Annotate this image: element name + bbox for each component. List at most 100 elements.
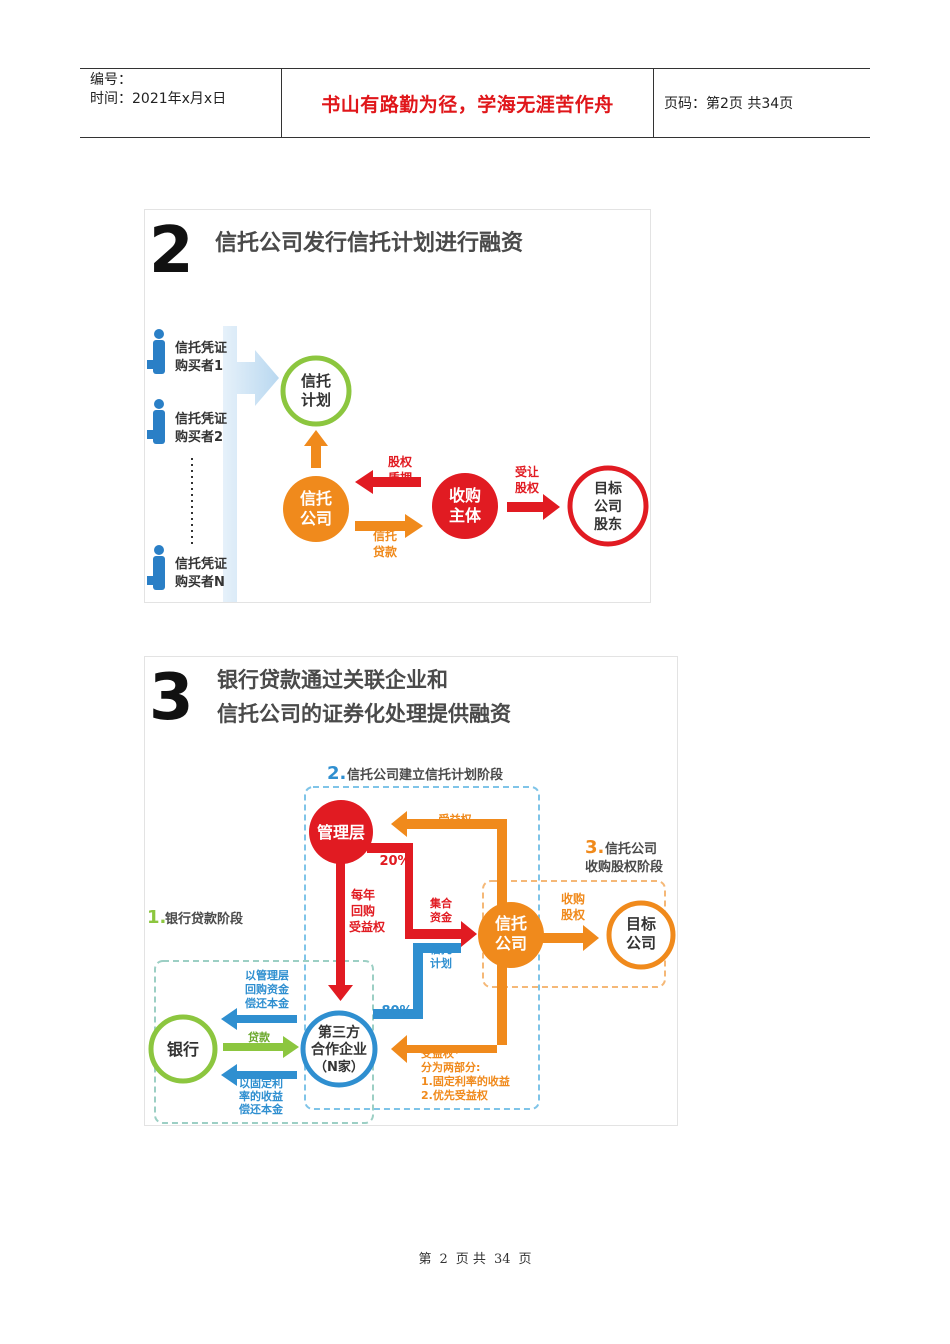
trust-plan-line2: 计划 xyxy=(430,956,452,970)
beneficial-right-top-arrow xyxy=(391,811,507,907)
figure-number: 2 xyxy=(149,214,194,288)
buyer-n-line1: 信托凭证 xyxy=(175,556,227,572)
buyback-line1: 每年 xyxy=(351,887,375,902)
footer-page: 2 xyxy=(439,1252,448,1267)
trust-plan-arrow xyxy=(373,943,461,1019)
header-meta: 编号： 时间：2021年x月x日 xyxy=(80,69,282,137)
equity-pledge-line1: 股权 xyxy=(388,454,413,469)
transfer-equity-arrow xyxy=(507,494,560,520)
buyer-2-line1: 信托凭证 xyxy=(175,411,227,427)
buyback-arrow-head xyxy=(328,985,353,1001)
stage-2-label: 信托公司建立信托计划阶段 xyxy=(347,767,503,783)
figure-2-diagram: 2 信托公司发行信托计划进行融资 信托凭证 购买者1 信托凭证 购买者2 信托凭… xyxy=(147,214,649,602)
buyback-line2: 回购 xyxy=(351,903,375,918)
footer-suffix: 页 xyxy=(518,1252,532,1267)
acquire-equity-line1: 收购 xyxy=(561,891,585,906)
trust-company-node xyxy=(283,476,349,542)
third-party-line3: （N家） xyxy=(314,1059,364,1075)
footer-total: 34 xyxy=(493,1252,511,1267)
repay-mgmt-line3: 偿还本金 xyxy=(245,996,290,1010)
third-party-line1: 第三方 xyxy=(318,1024,360,1041)
beneficial-note-line4: 2.优先受益权 xyxy=(421,1088,489,1102)
repay-mgmt-arrow xyxy=(221,1008,297,1030)
target-line3: 股东 xyxy=(594,516,622,533)
target-company-line1: 目标 xyxy=(626,915,656,933)
trust-company-line2: 公司 xyxy=(495,934,527,953)
investor-flow-arrow xyxy=(223,326,279,602)
trust-loan-arrow xyxy=(355,514,423,538)
buyer-person-icon xyxy=(147,329,165,374)
stage-2-num: 2. xyxy=(327,763,346,784)
target-line2: 公司 xyxy=(594,499,622,515)
buyback-arrow-shaft xyxy=(336,857,345,987)
page-header: 编号： 时间：2021年x月x日 书山有路勤为径，学海无涯苦作舟 页码：第2页 … xyxy=(80,68,870,138)
loan-arrow xyxy=(223,1036,299,1058)
buyback-line3: 受益权 xyxy=(349,919,386,934)
figure-bank-securitization: 3 银行贷款通过关联企业和 信托公司的证券化处理提供融资 2. 信托公司建立信托… xyxy=(144,656,678,1126)
equity-pledge-arrow xyxy=(355,470,421,494)
acquire-equity-line2: 股权 xyxy=(561,907,586,922)
beneficial-note-line3: 1.固定利率的收益 xyxy=(421,1074,510,1088)
footer-prefix: 第 xyxy=(418,1252,432,1267)
up-arrow xyxy=(304,430,328,468)
trust-company-line2: 公司 xyxy=(300,509,332,528)
figure-title-line2: 信托公司的证券化处理提供融资 xyxy=(217,702,511,726)
repay-fixed-line3: 偿还本金 xyxy=(239,1102,284,1116)
trust-loan-line2: 贷款 xyxy=(373,544,398,559)
repay-fixed-arrow xyxy=(221,1064,297,1086)
stage-3-num: 3. xyxy=(585,837,604,858)
transfer-equity-line1: 受让 xyxy=(515,464,539,479)
equity-pledge-line2: 质押 xyxy=(388,470,412,485)
transfer-equity-line2: 股权 xyxy=(515,480,540,495)
target-shareholders-node xyxy=(567,465,649,547)
pct-80: 80% xyxy=(381,1004,412,1019)
buyer-1-line1: 信托凭证 xyxy=(175,340,227,356)
figure-title-line1: 银行贷款通过关联企业和 xyxy=(217,668,448,692)
repay-fixed-line2: 率的收益 xyxy=(239,1089,283,1103)
trust-plan-line2: 计划 xyxy=(301,391,331,409)
number-label: 编号： xyxy=(90,72,132,88)
header-page-info: 页码：第2页 共34页 xyxy=(664,96,794,112)
trust-plan-line1: 信托 xyxy=(301,372,331,390)
pct-20: 20% xyxy=(379,854,410,869)
acquire-equity-arrow xyxy=(539,925,599,951)
trust-plan-node xyxy=(280,355,352,427)
stage-3-label-line1: 信托公司 xyxy=(605,841,657,857)
beneficial-note-line1: 受益权* xyxy=(421,1046,460,1060)
third-party-node xyxy=(300,1010,378,1088)
acquirer-line1: 收购 xyxy=(449,486,481,505)
trust-company-node xyxy=(478,902,544,968)
trust-plan-line1: 信托 xyxy=(430,942,452,956)
beneficial-right-bottom-arrow xyxy=(391,963,507,1063)
trust-company-line1: 信托 xyxy=(495,914,527,933)
bank-label: 银行 xyxy=(167,1040,199,1059)
stage-1-num: 1. xyxy=(147,907,166,928)
footer-mid: 页 共 xyxy=(455,1252,486,1267)
trust-loan-line1: 信托 xyxy=(373,528,397,543)
buyer-person-icon xyxy=(147,399,165,444)
beneficial-note-line2: 分为两部分: xyxy=(421,1060,480,1074)
figure-number: 3 xyxy=(149,661,194,735)
target-company-line2: 公司 xyxy=(626,934,656,952)
target-line1: 目标 xyxy=(594,480,622,497)
target-company-node xyxy=(606,900,676,970)
bank-node xyxy=(148,1014,218,1084)
pooled-funds-line2: 资金 xyxy=(430,910,453,924)
stage-3-label-line2: 收购股权阶段 xyxy=(585,859,663,875)
repay-mgmt-line1: 以管理层 xyxy=(245,968,289,982)
acquirer-line2: 主体 xyxy=(449,506,482,525)
pooled-funds-line1: 集合 xyxy=(429,896,453,910)
trust-company-line1: 信托 xyxy=(300,489,332,508)
acquirer-node xyxy=(432,473,498,539)
buyer-2-line2: 购买者2 xyxy=(175,429,223,445)
figure-3-diagram: 3 银行贷款通过关联企业和 信托公司的证券化处理提供融资 2. 信托公司建立信托… xyxy=(147,661,676,1124)
time-label: 时间：2021年x月x日 xyxy=(90,91,227,107)
stage-1-label: 银行贷款阶段 xyxy=(165,911,243,927)
beneficial-right-top-label: 受益权 xyxy=(439,812,473,826)
figure-title: 信托公司发行信托计划进行融资 xyxy=(215,230,523,256)
loan-label: 贷款 xyxy=(248,1030,271,1044)
management-node xyxy=(309,800,373,864)
figure-trust-financing: 2 信托公司发行信托计划进行融资 信托凭证 购买者1 信托凭证 购买者2 信托凭… xyxy=(144,209,651,603)
third-party-line2: 合作企业 xyxy=(311,1041,367,1058)
